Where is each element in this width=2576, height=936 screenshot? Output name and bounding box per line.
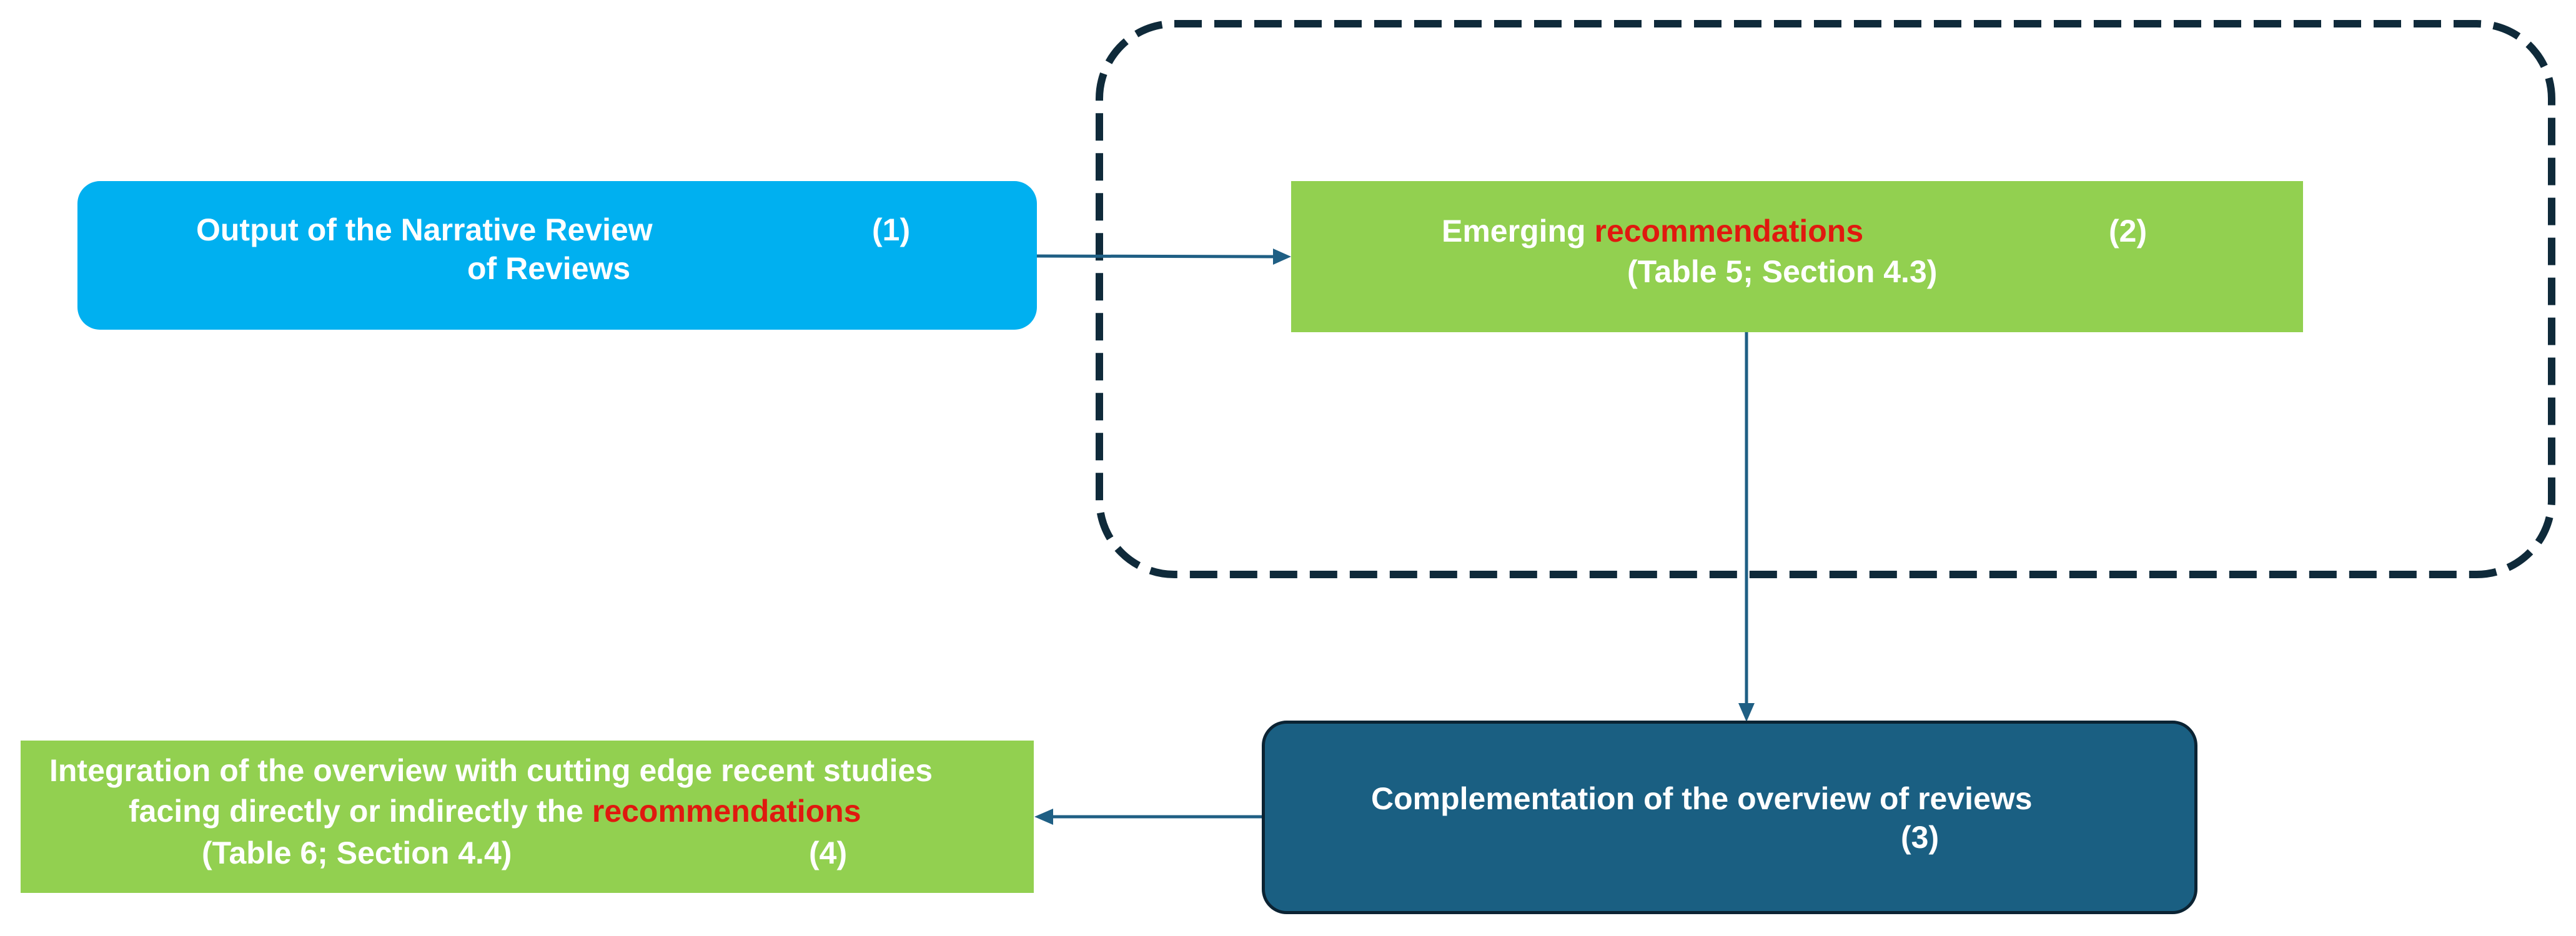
box1-number: (1) [872, 212, 911, 247]
box4-line3: (Table 6; Section 4.4) [202, 835, 512, 870]
box4-line2: facing directly or indirectly the recomm… [129, 792, 861, 830]
arrow-3-to-4 [1034, 809, 1262, 825]
box1-line2: of Reviews [467, 251, 631, 286]
box2-highlight: recommendations [1594, 214, 1864, 249]
box2-prefix: Emerging [1442, 214, 1595, 249]
box2-line2: (Table 5; Section 4.3) [1627, 254, 1938, 289]
box3-number: (3) [1901, 820, 1939, 855]
integration-recent-studies-box: Integration of the overview with cutting… [21, 741, 1034, 893]
box2-number: (2) [2109, 214, 2147, 249]
box4-number: (4) [809, 835, 848, 870]
narrative-review-output-box: Output of the Narrative Review of Review… [77, 181, 1037, 330]
arrow-1-to-2 [1036, 249, 1291, 265]
box2-line1: Emerging recommendations [1442, 212, 1863, 250]
box3-line1: Complementation of the overview of revie… [1371, 781, 2033, 816]
box4-line1: Integration of the overview with cutting… [49, 753, 933, 788]
box4-line2-prefix: facing directly or indirectly the [129, 794, 592, 829]
emerging-recommendations-box: Emerging recommendations (Table 5; Secti… [1291, 181, 2303, 332]
dashed-group-border [1096, 20, 2555, 578]
complementation-overview-box: Complementation of the overview of revie… [1262, 721, 2197, 914]
box4-line2-highlight: recommendations [592, 794, 861, 829]
box1-line1: Output of the Narrative Review [196, 212, 653, 247]
arrow-2-to-3 [1738, 332, 1755, 722]
